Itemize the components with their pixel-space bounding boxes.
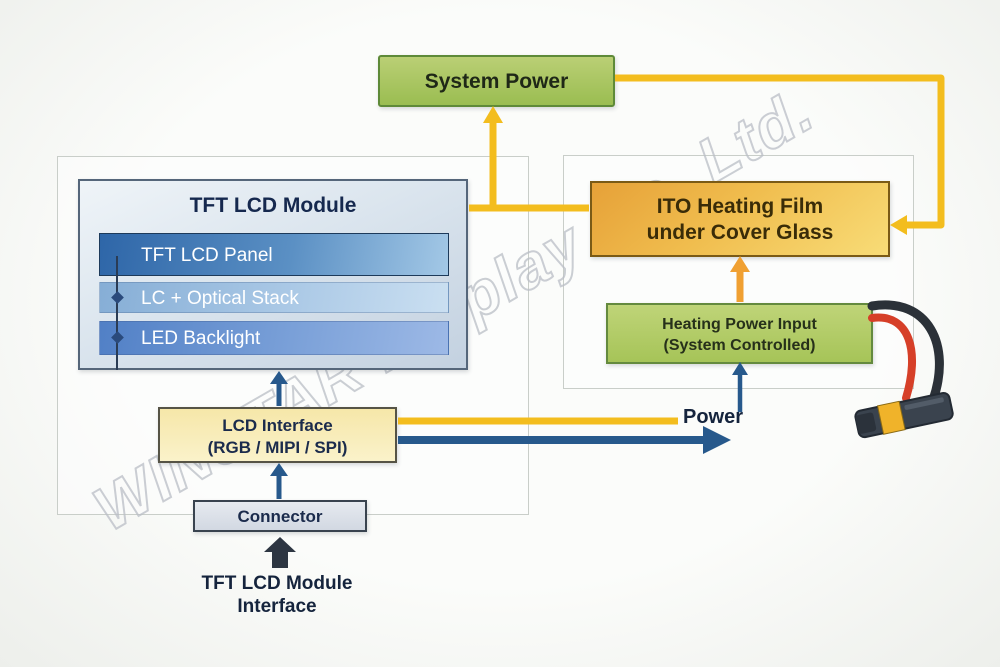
heating-label-line2: (System Controlled) xyxy=(663,337,816,354)
lcd-interface-line2: (RGB / MIPI / SPI) xyxy=(207,438,348,457)
layer-label: LED Backlight xyxy=(141,328,261,349)
layer-label: TFT LCD Panel xyxy=(141,245,273,266)
module-interface-line1: TFT LCD Module xyxy=(201,573,353,594)
module-interface-line2: Interface xyxy=(237,596,317,617)
connector-label: Connector xyxy=(237,507,323,526)
heating-power-input-box: Heating Power Input (System Controlled) xyxy=(606,303,873,364)
system-power-label: System Power xyxy=(424,70,569,93)
lcd-interface-box: LCD Interface (RGB / MIPI / SPI) xyxy=(158,407,397,463)
ito-heating-film-box: ITO Heating Film under Cover Glass xyxy=(590,181,890,257)
tft-lcd-module-box: TFT LCD Module TFT LCD Panel LC + Optica… xyxy=(78,179,468,370)
layer-led-backlight: LED Backlight xyxy=(99,321,449,355)
system-power-box: System Power xyxy=(378,55,615,107)
tft-module-title: TFT LCD Module xyxy=(189,194,357,217)
layer-lc-optical-stack: LC + Optical Stack xyxy=(99,282,449,313)
lcd-interface-line1: LCD Interface xyxy=(222,416,333,435)
heating-label-line1: Heating Power Input xyxy=(662,316,817,333)
ito-label-line2: under Cover Glass xyxy=(646,221,834,244)
power-connector-plug-icon xyxy=(854,392,954,439)
arrow-module-interface-in xyxy=(264,537,296,568)
arrowhead-power-out-icon xyxy=(703,426,731,454)
connector-box: Connector xyxy=(193,500,367,532)
arrowhead-system-power-icon xyxy=(483,106,503,123)
power-label: Power xyxy=(683,406,744,428)
ito-label-line1: ITO Heating Film xyxy=(656,195,824,218)
module-interface-label: TFT LCD Module Interface xyxy=(157,572,397,618)
layer-label: LC + Optical Stack xyxy=(141,288,299,309)
layer-connector-line xyxy=(116,256,118,370)
layer-tft-lcd-panel: TFT LCD Panel xyxy=(99,233,449,276)
